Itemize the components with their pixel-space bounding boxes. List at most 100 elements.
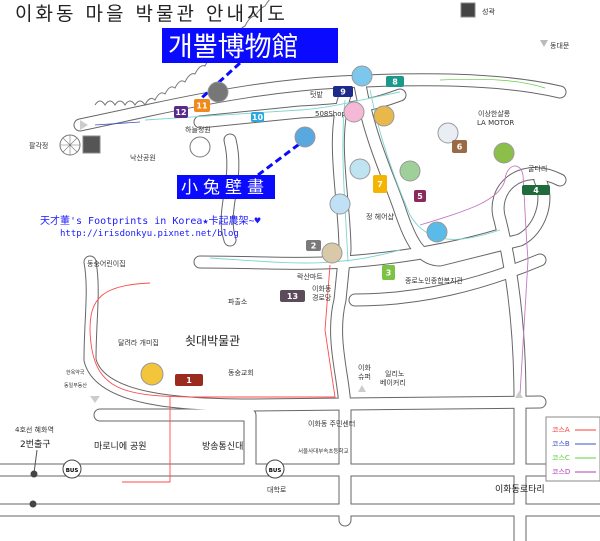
svg-text:코스C: 코스C bbox=[552, 454, 570, 462]
label-community-center: 이화동 주민센터 bbox=[308, 419, 355, 428]
mural-banner bbox=[177, 175, 275, 199]
svg-text:코스D: 코스D bbox=[552, 468, 570, 476]
photo-spot-icon bbox=[329, 193, 351, 215]
photo-spot-icon bbox=[426, 221, 448, 243]
museum-banner-text: 개뿔博物館 bbox=[168, 32, 299, 63]
label-bakery: 일리노 bbox=[385, 369, 405, 378]
label-hyehwa-station: 4호선 혜화역 bbox=[15, 425, 54, 434]
photo-spot-icon bbox=[207, 81, 229, 103]
exit-pointer bbox=[33, 449, 38, 474]
direction-arrow-icon bbox=[80, 120, 88, 130]
bus-stop: BUS bbox=[265, 459, 285, 479]
label-senior-welfare: 종로노인종합복지관 bbox=[405, 276, 464, 285]
subway-dot bbox=[29, 500, 37, 508]
camera-spot-icon bbox=[189, 136, 211, 158]
photo-spots bbox=[140, 65, 515, 386]
svg-text:7: 7 bbox=[377, 180, 383, 189]
label-dongdaemun: 동대문 bbox=[550, 42, 570, 50]
mural-pointer bbox=[257, 140, 303, 177]
credit-url[interactable]: http://irisdonkyu.pixnet.net/blog bbox=[60, 229, 239, 239]
museum-badge-6: 6 bbox=[452, 140, 467, 153]
label-ant-house: 달려라 개미집 bbox=[118, 338, 159, 347]
svg-text:11: 11 bbox=[196, 102, 208, 111]
label-vegetable-garden: 텃밭 bbox=[310, 90, 323, 99]
svg-text:9: 9 bbox=[340, 88, 346, 97]
label-key-museum: 쇳대박물관 bbox=[185, 334, 240, 348]
museum-badge-12: 12 bbox=[174, 106, 188, 118]
label-rotary: 이화동로타리 bbox=[495, 484, 545, 495]
museum-badge-1: 1 bbox=[175, 374, 203, 386]
svg-text:10: 10 bbox=[252, 113, 264, 122]
label-sky-garden: 하늘정원 bbox=[185, 125, 211, 134]
svg-text:BUS: BUS bbox=[269, 468, 282, 474]
label-bakery-2: 베이커리 bbox=[380, 378, 406, 387]
svg-text:5: 5 bbox=[417, 192, 423, 201]
label-police-box: 파출소 bbox=[228, 297, 248, 306]
photo-spot-icon bbox=[399, 160, 421, 182]
museum-badge-2: 2 bbox=[306, 240, 321, 251]
museum-badge-11: 11 bbox=[194, 99, 210, 112]
photo-spot-icon bbox=[493, 142, 515, 164]
label-hair-shop: 정 헤어샵 bbox=[366, 212, 395, 221]
label-senior-center-2: 경로당 bbox=[312, 293, 332, 302]
museum-badge-13: 13 bbox=[280, 290, 305, 302]
photo-spot-icon bbox=[437, 122, 459, 144]
svg-text:4: 4 bbox=[533, 186, 539, 195]
museum-banner bbox=[162, 28, 338, 63]
label-daehakro: 대학로 bbox=[267, 485, 287, 494]
legend-item: 코스C bbox=[552, 454, 596, 462]
mural-banner-text: 小兔壁畫 bbox=[181, 178, 269, 198]
label-naksan-mart: 락산마트 bbox=[297, 272, 323, 281]
direction-arrow-icon bbox=[358, 385, 366, 392]
legend-item: 코스A bbox=[552, 426, 596, 434]
svg-text:코스B: 코스B bbox=[552, 440, 570, 448]
label-daycare: 동숭어린이집 bbox=[87, 259, 126, 268]
svg-text:2: 2 bbox=[311, 242, 317, 251]
label-naksan-park: 낙산공원 bbox=[130, 153, 156, 162]
fortress-icon bbox=[460, 2, 476, 18]
pavilion-square-icon bbox=[82, 135, 101, 154]
label-gul-bridge: 굴다리 bbox=[528, 164, 547, 173]
label-dongsung-church: 동숭교회 bbox=[228, 369, 254, 377]
label-palgakjeong: 팔각정 bbox=[29, 141, 48, 150]
label-pharmacy: 한옥약국 bbox=[66, 369, 85, 376]
label-senior-center: 이화동 bbox=[312, 284, 332, 293]
label-exit-2: 2번출구 bbox=[20, 439, 51, 450]
svg-text:3: 3 bbox=[386, 269, 392, 278]
label-knou: 방송통신대 bbox=[202, 441, 243, 452]
museum-badge-10: 10 bbox=[251, 112, 264, 122]
label-elementary-school: 서울사대부속초등학교 bbox=[298, 447, 349, 455]
svg-text:6: 6 bbox=[457, 143, 463, 152]
map-title: 이화동 마을 박물관 안내지도 bbox=[15, 3, 288, 25]
svg-text:1: 1 bbox=[186, 376, 192, 385]
legend-item: 코스B bbox=[552, 440, 596, 448]
label-ihwa-super: 이화 bbox=[358, 363, 371, 372]
photo-spot-icon bbox=[343, 101, 365, 123]
museum-badge-7: 7 bbox=[373, 175, 387, 193]
label-la-motor-en: LA MOTOR bbox=[477, 119, 514, 127]
photo-spot-icon bbox=[294, 126, 316, 148]
svg-text:12: 12 bbox=[175, 108, 186, 117]
photo-spot-icon bbox=[373, 105, 395, 127]
label-fortress-wall: 성곽 bbox=[482, 7, 495, 16]
label-la-motor: 이상한살롱 bbox=[478, 109, 511, 118]
museum-badge-8: 8 bbox=[386, 76, 404, 87]
museum-badge-3: 3 bbox=[382, 265, 395, 280]
photo-spot-icon bbox=[321, 242, 343, 264]
credit-line: 天才董's Footprints in Korea★卡起農架~♥ bbox=[40, 214, 261, 227]
photo-spot-icon bbox=[349, 158, 371, 180]
svg-text:BUS: BUS bbox=[66, 468, 79, 474]
pavilion-spokes bbox=[60, 135, 80, 155]
legend-item: 코스D bbox=[552, 468, 596, 476]
photo-spot-icon bbox=[140, 362, 164, 386]
photo-spot-icon bbox=[351, 65, 373, 87]
bus-stop: BUS bbox=[62, 459, 82, 479]
direction-arrow-icon bbox=[540, 40, 548, 47]
museum-badge-4: 4 bbox=[522, 185, 550, 195]
museum-badge-9: 9 bbox=[333, 86, 353, 97]
museum-badge-5: 5 bbox=[414, 190, 426, 202]
label-ihwa-super-2: 슈퍼 bbox=[358, 372, 371, 381]
